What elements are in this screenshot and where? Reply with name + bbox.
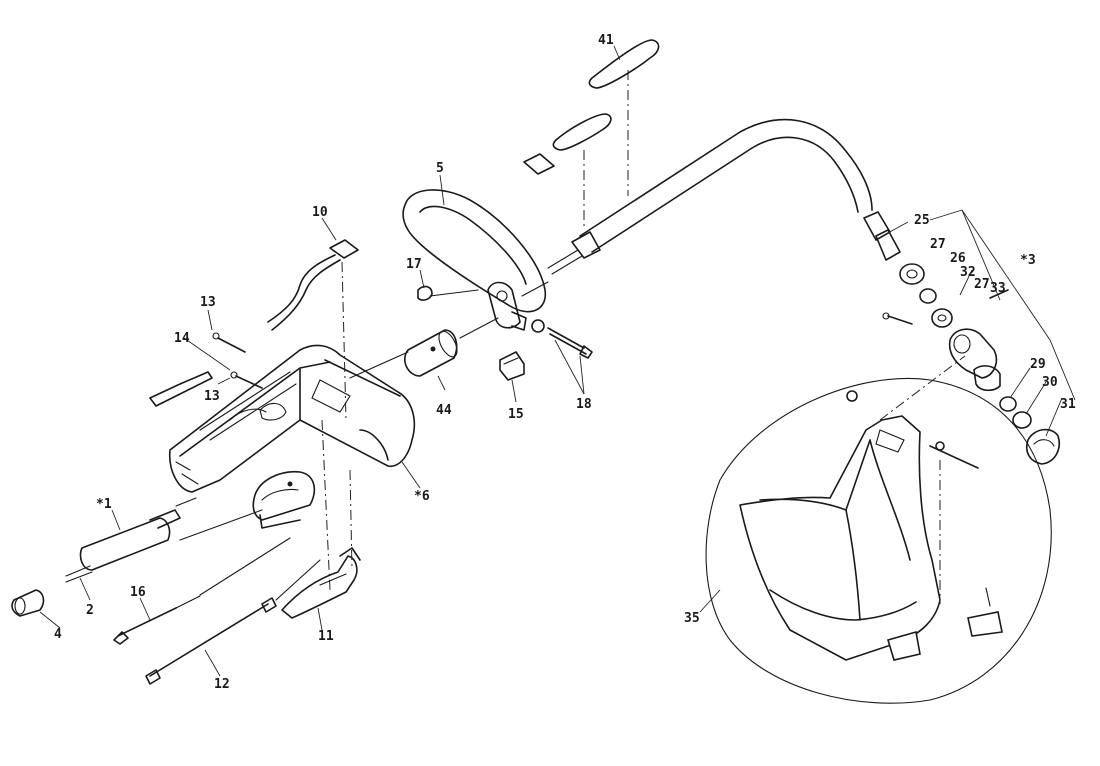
screw-13-upper-part[interactable] (212, 332, 246, 353)
label-29: 29 (1030, 357, 1046, 372)
label-26: 26 (950, 251, 966, 266)
end-cap-4-part[interactable] (11, 589, 45, 617)
nut-29-part[interactable] (999, 396, 1017, 412)
label-18: 18 (576, 397, 592, 412)
label-27b: 27 (974, 277, 990, 292)
leader-lines (39, 45, 1076, 677)
label-13b: 13 (204, 389, 220, 404)
label-15: 15 (508, 407, 524, 422)
collar-44-part[interactable] (404, 328, 461, 377)
small-pad-part[interactable] (523, 153, 555, 175)
engine-housing-part[interactable] (168, 344, 416, 529)
label-12: 12 (214, 677, 230, 692)
label-27a: 27 (930, 237, 946, 252)
label-16: 16 (130, 585, 146, 600)
label-11: 11 (318, 629, 334, 644)
clip-14-part[interactable] (149, 371, 213, 407)
label-13a: 13 (200, 295, 216, 310)
label-33: 33 (990, 281, 1006, 296)
label-5: 5 (436, 161, 444, 176)
label-6: *6 (414, 489, 430, 504)
part-labels: 41 5 10 25 27 26 32 27 33 *3 17 13 14 13… (54, 33, 1076, 692)
throttle-lever-part[interactable] (267, 239, 359, 331)
pin-33-part[interactable] (989, 289, 1009, 299)
cable-16-part[interactable] (113, 595, 201, 645)
label-32: 32 (960, 265, 976, 280)
assembly-lines (179, 70, 966, 604)
label-3: *3 (1020, 253, 1036, 268)
label-44: 44 (436, 403, 452, 418)
washer-30-part[interactable] (1012, 411, 1032, 429)
bolt-27b-part[interactable] (882, 312, 913, 325)
bolt-18-part[interactable] (531, 319, 593, 359)
main-shaft-part[interactable] (547, 118, 873, 275)
guard-35-part[interactable] (739, 390, 1003, 661)
bushing-25-part[interactable] (863, 211, 901, 261)
lever-11-part[interactable] (281, 547, 361, 619)
label-31: 31 (1060, 397, 1076, 412)
cable-2-part[interactable] (65, 565, 93, 583)
label-41: 41 (598, 33, 614, 48)
screw-13-lower-part[interactable] (230, 371, 263, 389)
label-25: 25 (914, 213, 930, 228)
label-1: *1 (96, 497, 112, 512)
handle-grip-part[interactable] (588, 39, 660, 89)
clamp-15-part[interactable] (499, 351, 525, 381)
label-14: 14 (174, 331, 190, 346)
guard-circle-outline (705, 377, 1052, 704)
label-4: 4 (54, 627, 62, 642)
cup-31-part[interactable] (1026, 428, 1060, 465)
pin-17-part[interactable] (417, 285, 433, 301)
label-2: 2 (86, 603, 94, 618)
washer-32-part[interactable] (931, 308, 953, 328)
grip-pad-part[interactable] (552, 113, 612, 151)
gear-head-part[interactable] (948, 328, 1001, 392)
loop-handle-part[interactable] (402, 189, 546, 331)
cable-12-part[interactable] (145, 597, 277, 685)
drive-tube-part[interactable] (79, 497, 197, 571)
ring-26-part[interactable] (919, 288, 937, 304)
washer-27a-part[interactable] (899, 263, 925, 285)
label-10: 10 (312, 205, 328, 220)
label-30: 30 (1042, 375, 1058, 390)
label-17: 17 (406, 257, 422, 272)
label-35: 35 (684, 611, 700, 626)
